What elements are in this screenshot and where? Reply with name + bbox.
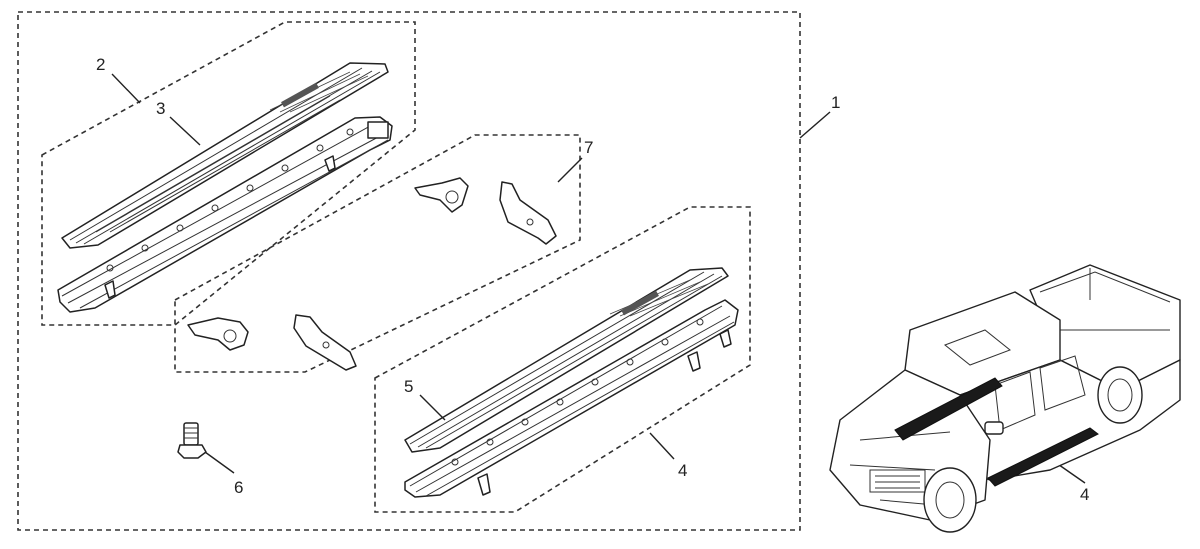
callout-7: 7: [584, 138, 593, 157]
bracket-lower-left: [187, 317, 249, 351]
callout-vehicle-4: 4: [1080, 485, 1089, 504]
left-step-group-outline: [41, 21, 416, 326]
left-step-rail: [57, 116, 393, 313]
right-step-rail: [404, 299, 739, 498]
vehicle-running-board-highlight: [987, 427, 1099, 487]
callout-5: 5: [404, 377, 413, 396]
bracket-upper-right: [499, 181, 557, 245]
callout-2: 2: [96, 55, 105, 74]
left-step-trim: [61, 62, 389, 249]
bracket-group-outline: [174, 134, 581, 373]
bolt: [177, 422, 207, 459]
callout-1: 1: [831, 93, 840, 112]
pickup-truck-illustration: [829, 264, 1181, 533]
bracket-lower-right: [293, 314, 357, 371]
callout-6: 6: [234, 478, 243, 497]
vehicle-upper-trim-highlight: [894, 377, 1003, 441]
bracket-upper-left: [414, 177, 469, 213]
callout-3: 3: [156, 99, 165, 118]
kit-group-outline: [17, 11, 801, 531]
right-step-group-outline: [374, 206, 751, 513]
callout-4: 4: [678, 461, 687, 480]
right-step-trim: [404, 267, 729, 453]
